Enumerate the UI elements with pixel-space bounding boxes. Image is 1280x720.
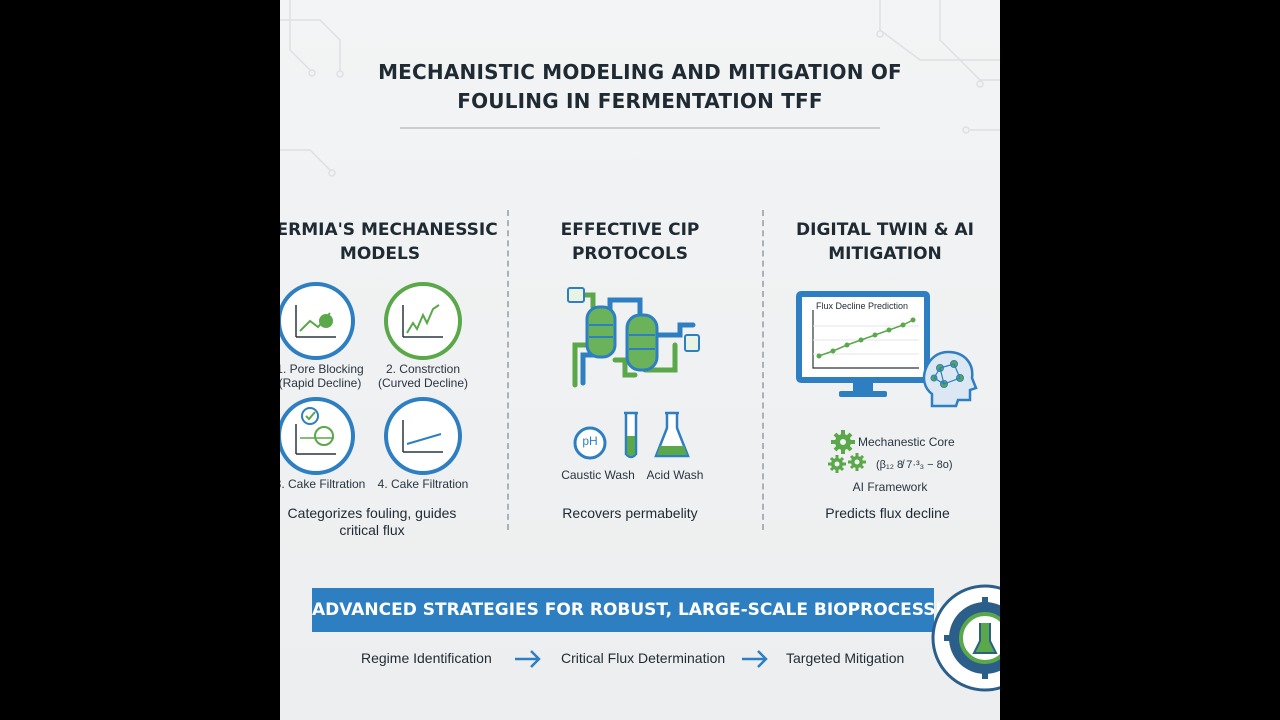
- circuit-background-decoration: [280, 0, 1000, 177]
- flow-step-3: Targeted Mitigation: [786, 650, 905, 666]
- title-line-1: MECHANISTIC MODELING AND MITIGATION OF: [378, 60, 902, 84]
- ph-meter-icon: [573, 426, 607, 460]
- model-4-label: 4. Cake Filtration: [377, 477, 469, 491]
- institution-seal-logo: [931, 584, 1000, 692]
- letterbox-right: [1000, 0, 1280, 720]
- letterbox-left: [0, 0, 280, 720]
- model-3-label: 3. Cake Filtration: [280, 477, 366, 491]
- ai-framework-label: AI Framework: [852, 480, 928, 494]
- cip-heading: EFFECTIVE CIP PROTOCOLS: [560, 220, 700, 264]
- ai-head-icon: [922, 350, 978, 408]
- acid-wash-label: Acid Wash: [646, 468, 704, 482]
- hermia-heading: HERMIA'S MECHANESSIC MODELS: [280, 220, 498, 264]
- twin-heading: DIGITAL TWIN & AI MITIGATION: [796, 220, 974, 264]
- checkmark-chart-icon: [280, 397, 355, 475]
- flow-step-2: Critical Flux Determination: [561, 650, 726, 666]
- column-divider-1: [507, 210, 509, 530]
- test-tube-icon: [624, 411, 638, 459]
- cip-description: Recovers permabelity: [562, 505, 698, 521]
- gears-icon: [828, 430, 866, 473]
- flat-line-chart-icon: [384, 397, 462, 475]
- formula-text: (β₁₂ 8̸ 7·³₃ − 8o): [876, 459, 953, 471]
- flow-step-1: Regime Identification: [361, 650, 492, 666]
- hermia-description: Categorizes fouling, guides critical flu…: [287, 505, 457, 538]
- caustic-wash-label: Caustic Wash: [561, 468, 635, 482]
- title-line-2: FOULING IN FERMENTATION TFF: [457, 89, 823, 113]
- flask-icon: [654, 411, 690, 458]
- ph-label: pH: [582, 434, 598, 448]
- mechanestic-core-label: Mechanestic Core: [858, 435, 955, 449]
- strategy-banner-text: ADVANCED STRATEGIES FOR ROBUST, LARGE-SC…: [312, 600, 970, 620]
- monitor-icon: [796, 291, 930, 397]
- cip-system-icon: [567, 287, 700, 388]
- strategy-banner: ADVANCED STRATEGIES FOR ROBUST, LARGE-SC…: [312, 588, 970, 632]
- flux-prediction-plot: [816, 317, 916, 359]
- monitor-title: Flux Decline Prediction: [815, 301, 909, 311]
- column-divider-2: [762, 210, 764, 530]
- model-1-label: 1. Pore Blocking (Rapid Decline): [280, 362, 364, 390]
- infographic-panel: MECHANISTIC MODELING AND MITIGATION OF F…: [280, 0, 1000, 720]
- rising-zigzag-chart-icon: [384, 282, 462, 360]
- arrow-right-icon: [742, 650, 768, 668]
- arrow-right-icon: [515, 650, 541, 668]
- title-divider: [400, 127, 880, 129]
- model-2-label: 2. Constrction (Curved Decline): [377, 362, 469, 390]
- twin-description: Predicts flux decline: [825, 505, 950, 521]
- chart-arrow-icon: [280, 282, 355, 360]
- page-title: MECHANISTIC MODELING AND MITIGATION OF F…: [280, 58, 1000, 116]
